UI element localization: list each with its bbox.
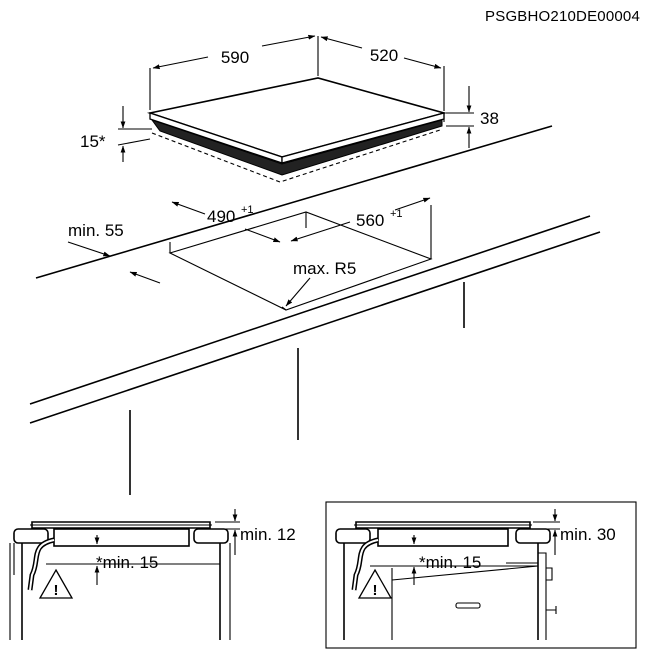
left-bottom-clearance-label: *min. 15 <box>96 553 158 572</box>
right-top-clearance-label: min. 30 <box>560 525 616 544</box>
right-bottom-clearance-label: *min. 15 <box>419 553 481 572</box>
drawing-code: PSGBHO210DE00004 <box>485 8 640 25</box>
cutout-width-label: 490 <box>207 207 235 226</box>
cutout-depth-label: 560 <box>356 211 384 230</box>
edge-distance-dimension: min. 55 <box>67 221 161 284</box>
warning-exclamation: ! <box>54 582 59 599</box>
hob-height-label: 38 <box>480 109 499 128</box>
installation-left: ! min. 12 *min. 15 <box>4 509 296 640</box>
edge-height-label: 15* <box>80 132 106 151</box>
hob-width-dimension: 590 <box>149 34 319 110</box>
edge-height-dimension: 15* <box>80 106 152 162</box>
oven-handle <box>455 602 481 609</box>
worktop-illustration <box>29 125 601 495</box>
edge-distance-label: min. 55 <box>68 221 124 240</box>
cutout-width-tolerance: +1 <box>241 204 254 216</box>
right-frame <box>325 501 637 649</box>
installation-right: ! min. 30 *min. 15 <box>325 501 637 649</box>
cutout-depth-dimension: 560 +1 <box>290 197 431 242</box>
cutout-width-dimension: 490 +1 <box>171 201 281 243</box>
hob-height-dimension: 38 <box>446 86 499 148</box>
hob-illustration <box>146 77 448 183</box>
hob-depth-label: 520 <box>370 46 398 65</box>
warning-triangle-icon <box>38 568 74 599</box>
warning-exclamation: ! <box>373 582 378 599</box>
cutout-depth-tolerance: +1 <box>390 208 403 220</box>
corner-radius-label: max. R5 <box>293 259 356 278</box>
left-top-clearance-label: min. 12 <box>240 525 296 544</box>
corner-radius-dimension: max. R5 <box>285 259 356 307</box>
hob-width-label: 590 <box>221 48 249 67</box>
warning-triangle-icon <box>357 568 393 599</box>
hob-depth-dimension: 520 <box>320 36 445 111</box>
